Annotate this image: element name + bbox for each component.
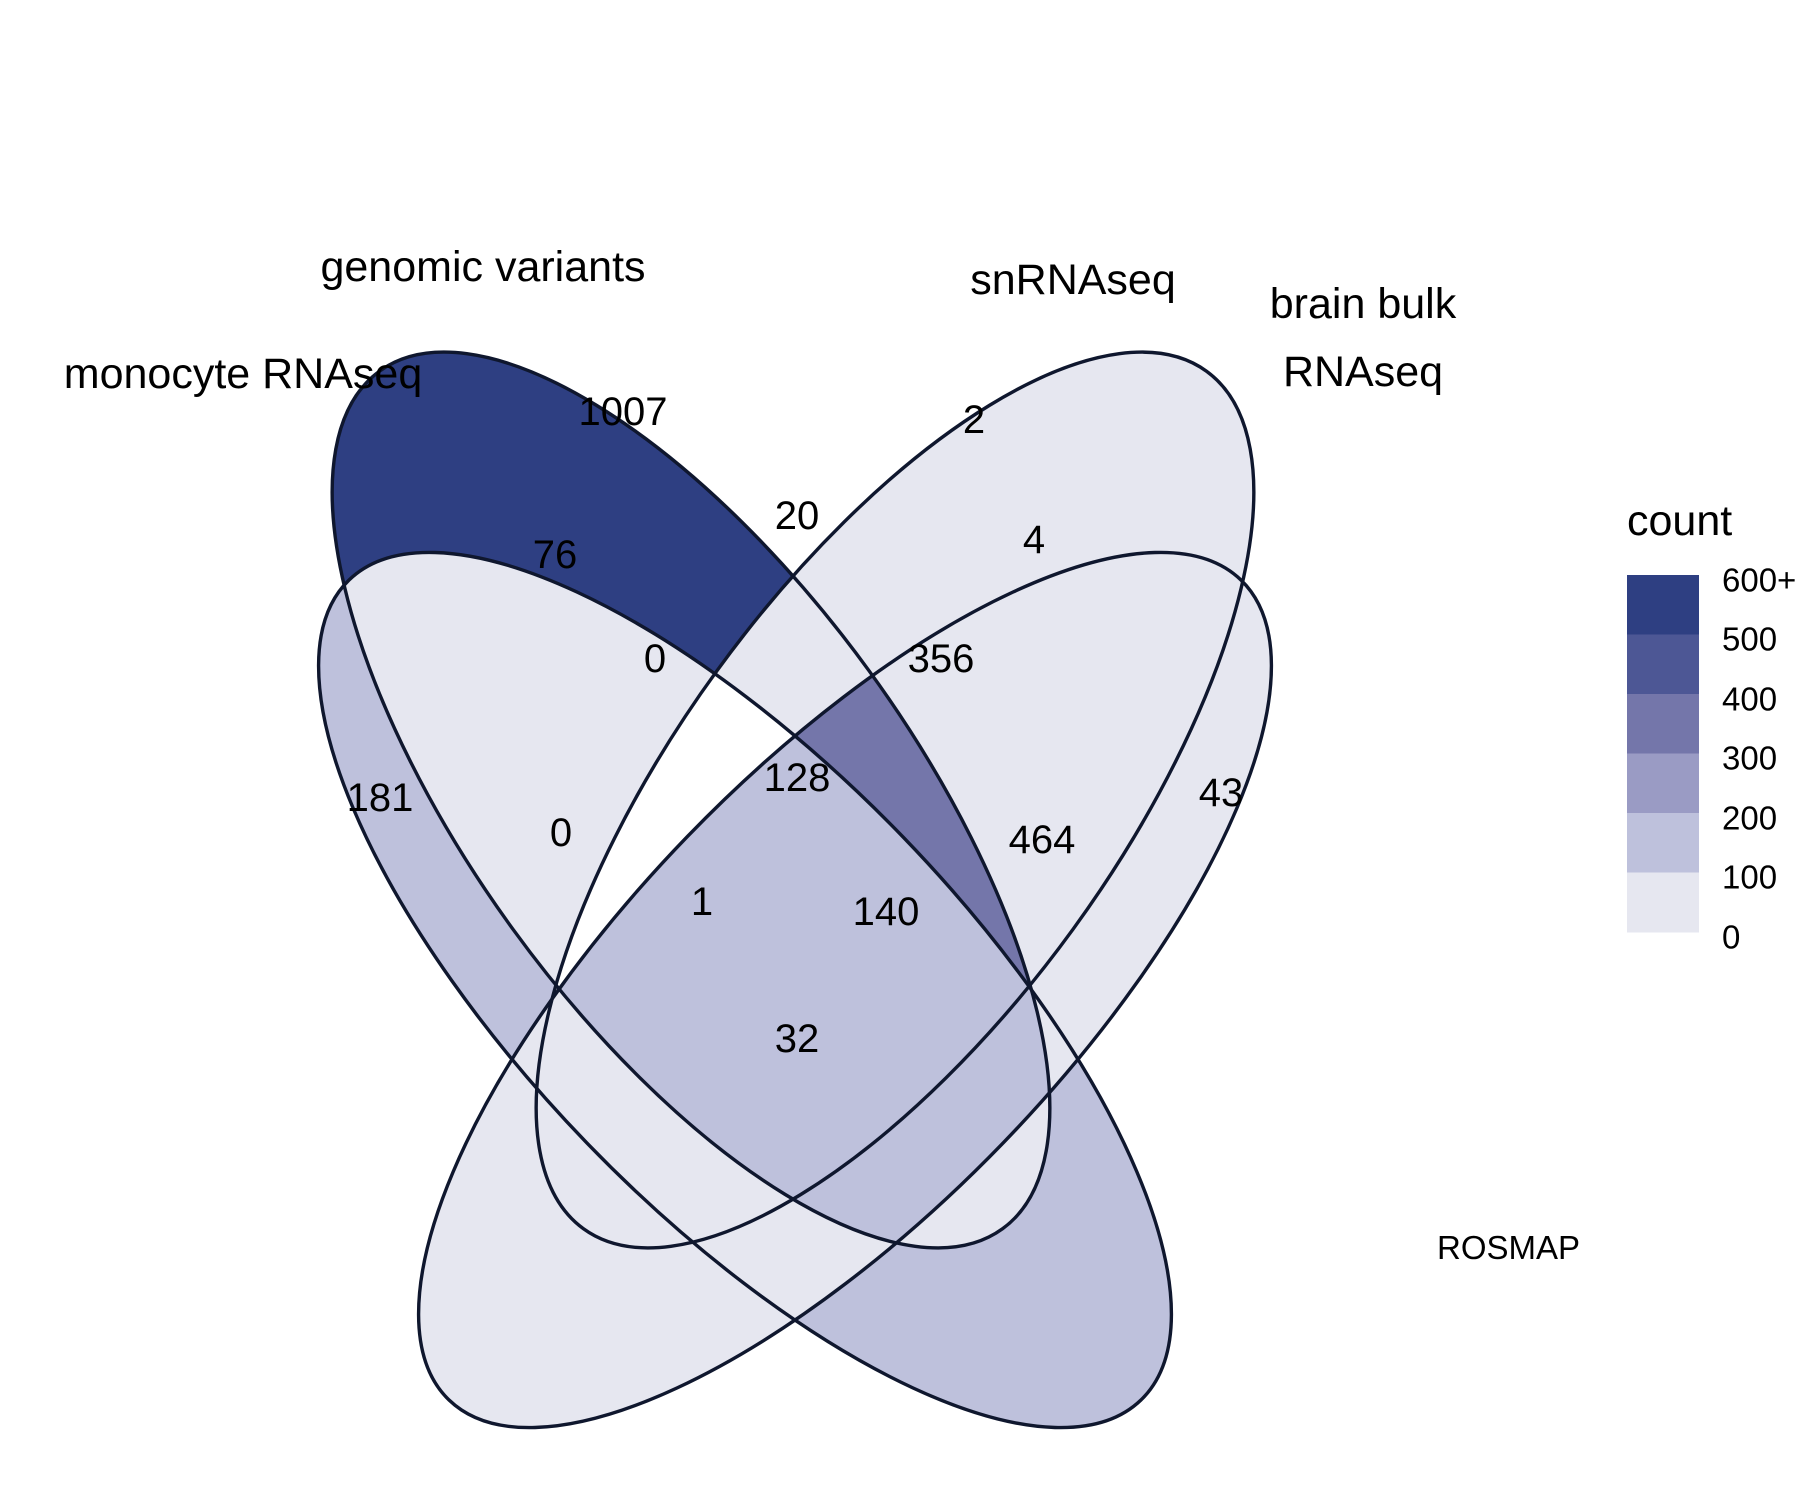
region-count-monocyte-rnaseq-and-genomic-variants-and-brain-bulk-rnaseq: 140 — [853, 890, 920, 934]
legend-tick-label: 0 — [1722, 919, 1740, 956]
region-count-monocyte-rnaseq-and-genomic-variants: 76 — [533, 533, 578, 577]
set-label-genomic-variants: genomic variants — [320, 243, 645, 291]
region-fills — [190, 241, 1400, 1500]
legend-swatch — [1627, 813, 1699, 873]
legend-swatch — [1627, 872, 1699, 933]
region-count-genomic-variants: 1007 — [579, 390, 668, 434]
region-count-labels: 181 1007 2 43 76 20 4 0 464 32 0 356 1 140 128 — [347, 390, 1244, 1061]
region-count-monocyte-rnaseq-and-snrnaseq: 0 — [550, 811, 572, 855]
set-label-monocyte-rnaseq: monocyte RNAseq — [64, 350, 423, 398]
set-name-labels: monocyte RNAseq genomic variants snRNAseq b… — [64, 243, 1457, 398]
legend-swatch — [1627, 575, 1699, 635]
color-legend: count 600+ 500 400 300 200 100 0 — [1627, 497, 1796, 956]
region-count-genomic-variants-and-snrnaseq: 20 — [775, 494, 820, 538]
set-label-snrnaseq: snRNAseq — [970, 256, 1176, 304]
legend-swatch — [1627, 694, 1699, 754]
legend-swatch — [1627, 753, 1699, 814]
legend-swatch — [1627, 634, 1699, 695]
region-count-monocyte-rnaseq: 181 — [347, 776, 414, 820]
region-count-brain-bulk-rnaseq: 43 — [1199, 771, 1244, 815]
caption-text: ROSMAP — [1437, 1229, 1580, 1266]
legend-tick-label: 300 — [1722, 740, 1777, 777]
region-count-monocyte-rnaseq-and-brain-bulk-rnaseq: 32 — [775, 1017, 820, 1061]
set-label-brain-bulk-rnaseq-line-2: RNAseq — [1283, 348, 1443, 396]
region-count-monocyte-rnaseq-and-snrnaseq-and-brain-bulk-rnaseq: 1 — [691, 880, 713, 924]
region-count-genomic-variants-and-brain-bulk-rnaseq: 464 — [1009, 818, 1076, 862]
legend-tick-label: 200 — [1722, 800, 1777, 837]
region-count-snrnaseq: 2 — [963, 398, 985, 442]
legend-title: count — [1627, 497, 1732, 545]
region-count-monocyte-rnaseq-and-genomic-variants-and-snrnaseq: 0 — [644, 637, 666, 681]
region-count-monocyte-rnaseq-and-genomic-variants-and-snrnaseq-and-brain-bulk-rnaseq: 128 — [764, 756, 831, 800]
legend-tick-label: 400 — [1722, 681, 1777, 718]
legend-tick-label: 100 — [1722, 859, 1777, 896]
legend-tick-label: 500 — [1722, 621, 1777, 658]
region-count-genomic-variants-and-snrnaseq-and-brain-bulk-rnaseq: 356 — [908, 637, 975, 681]
set-label-brain-bulk-rnaseq-line-1: brain bulk — [1270, 280, 1457, 328]
region-count-snrnaseq-and-brain-bulk-rnaseq: 4 — [1023, 518, 1045, 562]
legend-tick-label: 600+ — [1722, 562, 1796, 599]
